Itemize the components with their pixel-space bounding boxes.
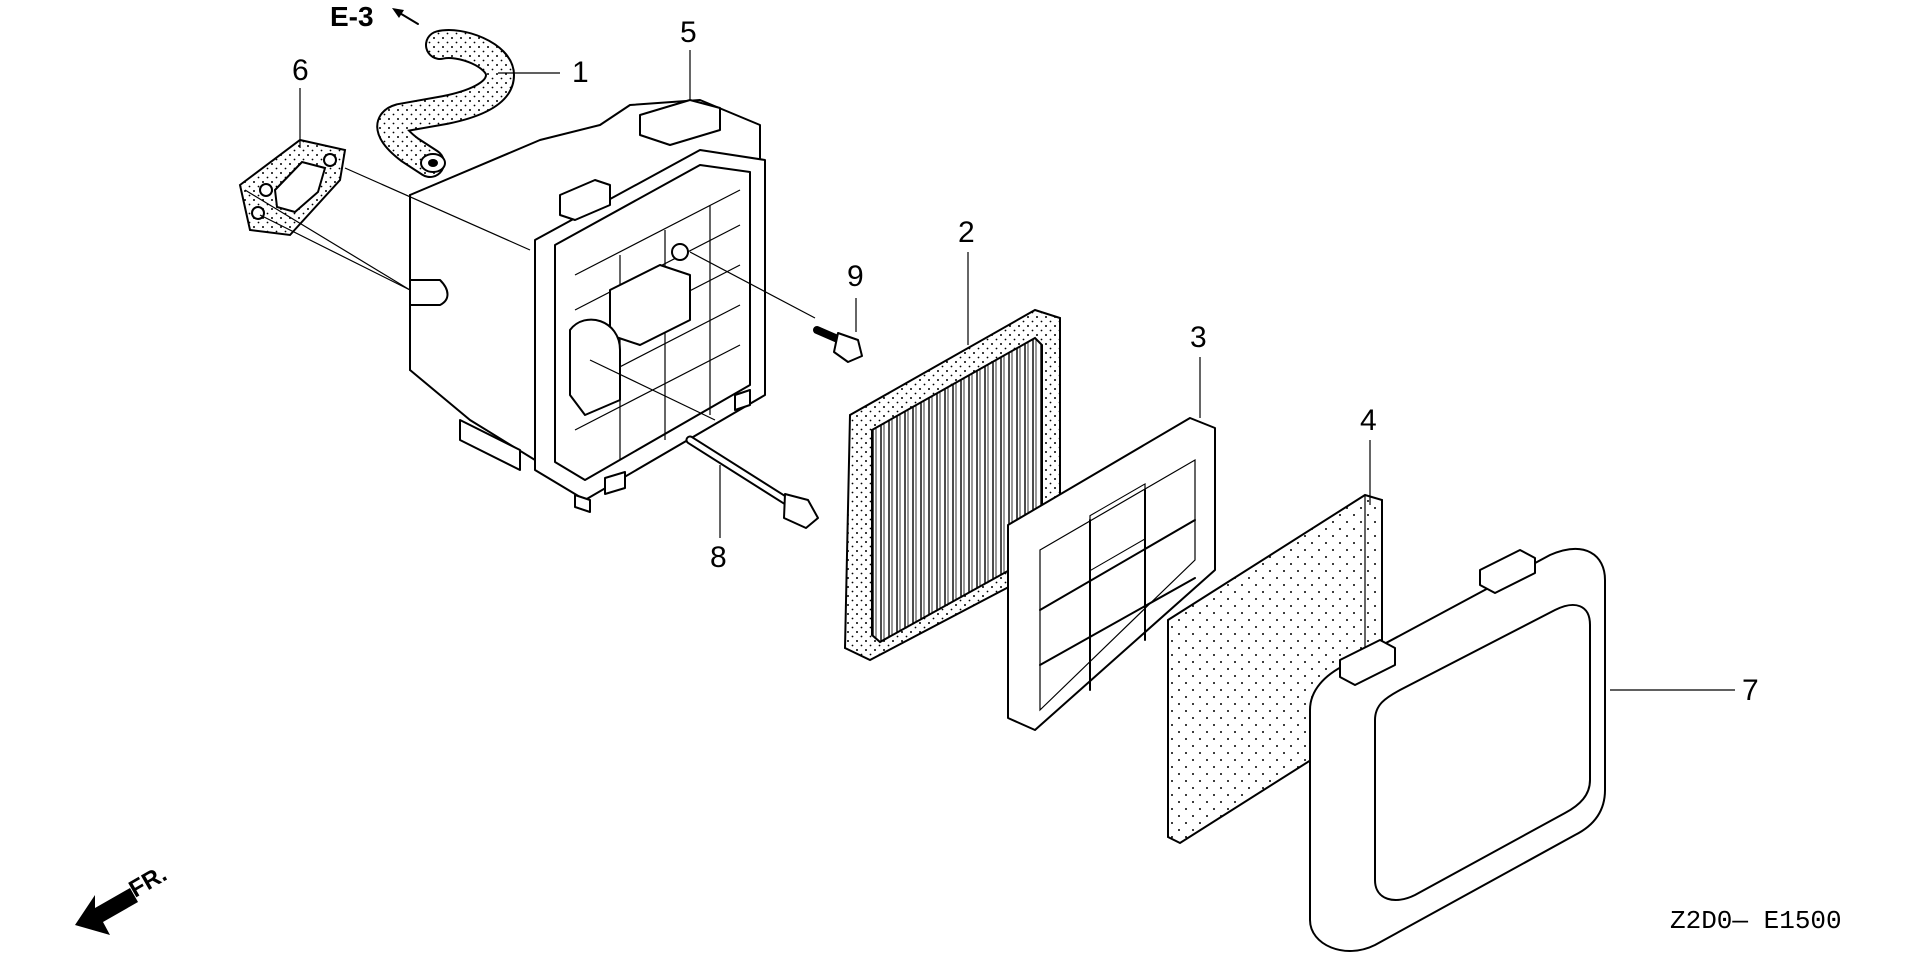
stud-bolt xyxy=(685,435,819,529)
callout-3: 3 xyxy=(1190,321,1207,354)
filter-grid-frame xyxy=(1007,417,1216,731)
front-direction-arrow-icon xyxy=(75,888,138,935)
callout-1: 1 xyxy=(572,56,589,89)
paper-filter-element xyxy=(843,308,1061,662)
leader-lines xyxy=(299,50,1735,691)
assembly-lines xyxy=(244,167,1371,650)
gasket xyxy=(238,138,347,237)
breather-tube xyxy=(376,29,516,178)
callout-9: 9 xyxy=(847,260,864,293)
callout-7: 7 xyxy=(1742,674,1759,707)
air-cleaner-cover xyxy=(1309,548,1606,952)
air-cleaner-case xyxy=(409,99,766,513)
callout-5: 5 xyxy=(680,16,697,49)
callout-2: 2 xyxy=(958,216,975,249)
callout-4: 4 xyxy=(1360,404,1377,437)
reference-label-e3: E-3 xyxy=(330,1,374,32)
callout-6: 6 xyxy=(292,54,309,87)
callout-8: 8 xyxy=(710,541,727,574)
reference-arrow-icon xyxy=(392,8,419,25)
drawing-code: Z2D0— E1500 xyxy=(1670,906,1842,936)
flange-bolt xyxy=(813,326,863,363)
